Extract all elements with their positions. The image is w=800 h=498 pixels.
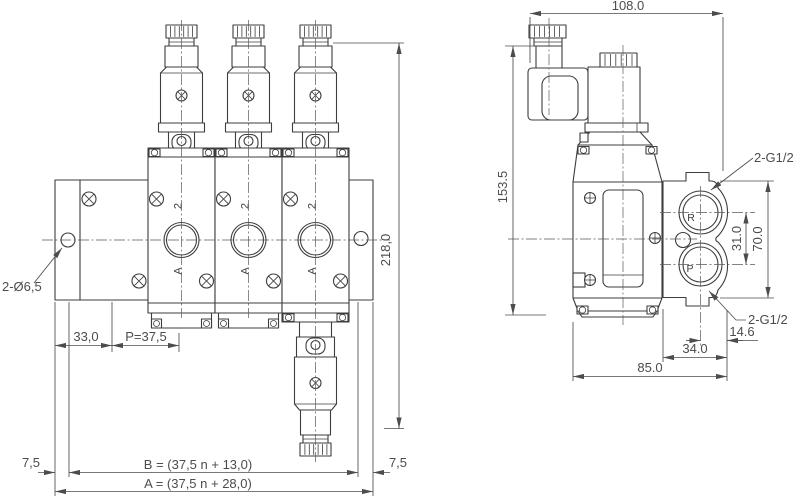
mounting-hole-right (353, 230, 369, 247)
dimensions-side: 108.0 153.5 31.0 70.0 14.6 34.0 85.0 2- (495, 0, 794, 381)
note-thread-top: 2-G1/2 (754, 150, 794, 165)
port-label-r: R (687, 212, 695, 224)
dim-port-span-70: 70.0 (750, 226, 765, 251)
dim-depth-85: 85.0 (637, 360, 662, 375)
dim-width-108: 108.0 (612, 0, 645, 13)
port-label-2: 2 (307, 203, 319, 209)
front-view: 2 A 2 A 2 A 218,0 33,0 P=37,5 (2, 20, 407, 496)
dimensions-front: 218,0 33,0 P=37,5 7,5 7,5 B = (37,5 n + … (2, 42, 407, 496)
valve-body-side (572, 144, 663, 318)
note-mounting-holes: 2-Ø6,5 (2, 279, 42, 294)
note-thread-bottom: 2-G1/2 (748, 312, 788, 327)
cable-connector (527, 24, 589, 121)
port-label-a: A (240, 267, 252, 275)
pilot-hole (674, 231, 692, 249)
dim-pitch: P=37,5 (125, 329, 167, 344)
dim-height-153-5: 153.5 (495, 171, 510, 204)
dim-margin-right: 7,5 (389, 455, 407, 470)
dim-offset-33: 33,0 (73, 329, 98, 344)
dim-offset-34: 34.0 (682, 341, 707, 356)
dim-offset-14-6: 14.6 (729, 324, 754, 339)
solenoid-bottom (281, 302, 350, 457)
formula-a: A = (37,5 n + 28,0) (144, 476, 252, 491)
solenoid-coil-side (577, 52, 653, 146)
port-label-2: 2 (240, 203, 252, 209)
dim-height-218: 218,0 (378, 234, 393, 267)
dim-margin-left: 7,5 (22, 455, 40, 470)
port-label-a: A (307, 267, 319, 275)
formula-b: B = (37,5 n + 13,0) (144, 457, 252, 472)
port-label-a: A (173, 267, 185, 275)
port-label-p: P (686, 263, 693, 275)
dim-port-spacing-31: 31.0 (729, 226, 744, 251)
centerlines-side (508, 18, 755, 348)
side-view: R P 108.0 153.5 31.0 70 (495, 0, 794, 381)
centerlines-front (42, 20, 390, 462)
port-label-2: 2 (173, 203, 185, 209)
